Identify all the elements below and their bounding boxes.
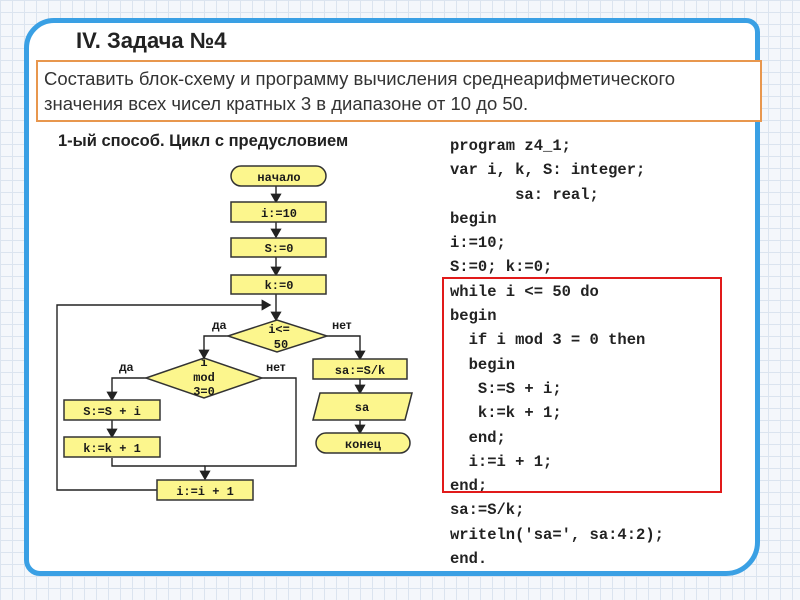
start-label: начало (257, 171, 300, 185)
mod-cond-label-2: mod (193, 371, 215, 385)
code-line: S:=S + i; (450, 379, 562, 398)
calc-sa-label: sa:=S/k (335, 364, 385, 378)
no-mod-label: нет (266, 360, 286, 374)
flow-edge-no-loop (327, 335, 366, 361)
inc-i-block (156, 479, 254, 501)
end-label: конец (345, 438, 382, 452)
assign-k-label: k:=0 (265, 279, 294, 293)
output-label: sa (355, 401, 369, 415)
flow-edge-loop-back (56, 299, 272, 491)
code-line: var i, k, S: integer; (450, 161, 646, 180)
code-line: k:=k + 1; (450, 404, 562, 423)
flow-edge-no-mod (199, 377, 297, 481)
code-line: i:=10; (450, 234, 506, 253)
code-line: program z4_1; (450, 137, 571, 155)
flow-edge (111, 458, 205, 467)
mod-cond-label-1: i (200, 356, 207, 370)
calc-sa-block (312, 358, 408, 380)
inc-k-label: k:=k + 1 (83, 442, 141, 456)
code-line: begin (450, 307, 497, 326)
method-heading: 1-ый способ. Цикл с предусловием (58, 132, 349, 150)
add-s-block (63, 399, 161, 421)
assign-s-label: S:=0 (265, 242, 294, 256)
inc-i-label: i:=i + 1 (176, 485, 234, 499)
yes-mod-label: да (119, 360, 134, 374)
slide-title: IV. Задача №4 (76, 28, 227, 53)
code-line: end; (450, 477, 488, 496)
code-line: begin (450, 209, 497, 228)
code-line: while i <= 50 do (450, 282, 599, 301)
mod-condition-diamond (143, 357, 265, 399)
code-line: writeln('sa=', sa:4:2); (450, 525, 664, 544)
task-box (36, 60, 762, 122)
yes-loop-label: да (212, 318, 227, 332)
loop-condition-diamond (225, 319, 330, 353)
flow-edge-yes-mod (106, 377, 146, 402)
flow-edge-yes-loop (198, 335, 228, 360)
code-line: sa:=S/k; (450, 501, 525, 520)
code-listing: program z4_1; var i, k, S: integer; sa: … (450, 134, 664, 571)
loop-cond-label-1: i<= (268, 323, 290, 337)
assign-i-block (230, 201, 327, 223)
code-line: S:=0; k:=0; (450, 258, 553, 277)
assign-s-block (230, 237, 327, 258)
assign-k-block (230, 274, 327, 295)
no-loop-label: нет (332, 318, 352, 332)
output-parallelogram (312, 392, 413, 421)
loop-cond-label-2: 50 (274, 338, 288, 352)
while-loop-highlight (442, 277, 722, 493)
assign-i-label: i:=10 (261, 207, 297, 221)
end-terminal (315, 432, 411, 454)
code-line: sa: real; (450, 185, 599, 204)
code-line: end. (450, 550, 488, 569)
inc-k-block (63, 436, 161, 458)
code-line: end; (450, 428, 506, 447)
code-line: if i mod 3 = 0 then (450, 331, 646, 350)
start-terminal (230, 165, 327, 187)
code-line: i:=i + 1; (450, 452, 553, 471)
code-line: begin (450, 355, 516, 374)
add-s-label: S:=S + i (83, 405, 141, 419)
task-text: Составить блок-схему и программу вычисле… (44, 68, 676, 114)
mod-cond-label-3: 3=0 (193, 385, 215, 399)
